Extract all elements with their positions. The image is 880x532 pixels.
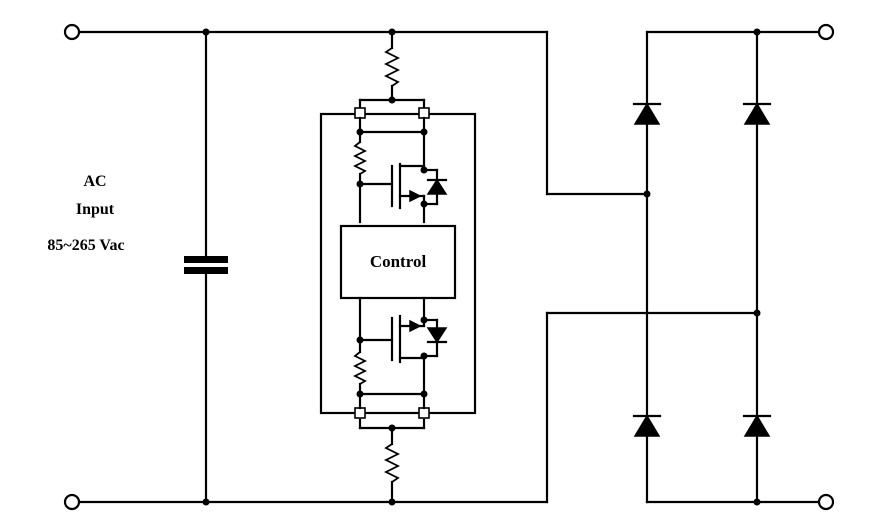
control-label: Control: [370, 252, 427, 271]
gate-resistor-lower: [352, 351, 368, 385]
bridge-diode-bottom-left: [632, 414, 662, 437]
input-terminal-top: [63, 23, 81, 41]
bottom-resistor: [358, 418, 426, 506]
output-terminal-top: [817, 23, 835, 41]
junction-dot: [643, 190, 651, 198]
top-resistor: [358, 28, 426, 110]
junction-dot: [753, 498, 761, 506]
ic-pin: [354, 107, 366, 119]
input-label-line2: Input: [76, 201, 115, 218]
junction-dot: [202, 28, 210, 36]
junction-dot: [753, 28, 761, 36]
bottom-rail: [78, 311, 759, 504]
bridge-diode-top-left: [632, 102, 662, 125]
bridge-diode-top-right: [742, 102, 772, 125]
upper-mosfet: [352, 116, 448, 224]
junction-dot: [202, 498, 210, 506]
ic-package: [319, 112, 477, 415]
input-label-line1: AC: [83, 173, 106, 190]
input-capacitor: [184, 28, 228, 506]
gate-resistor-upper: [352, 141, 368, 175]
ic-pin: [418, 407, 430, 419]
bridge-rectifier: [632, 28, 822, 506]
lower-mosfet: [352, 296, 448, 410]
input-terminal-bottom: [63, 493, 81, 511]
top-rail: [78, 30, 649, 196]
ic-pin: [418, 107, 430, 119]
output-terminal-bottom: [817, 493, 835, 511]
control-block: [339, 224, 457, 300]
junction-dot: [753, 309, 761, 317]
bridge-diode-bottom-right: [742, 414, 772, 437]
ic-pin: [354, 407, 366, 419]
input-voltage-range: 85~265 Vac: [47, 237, 124, 254]
